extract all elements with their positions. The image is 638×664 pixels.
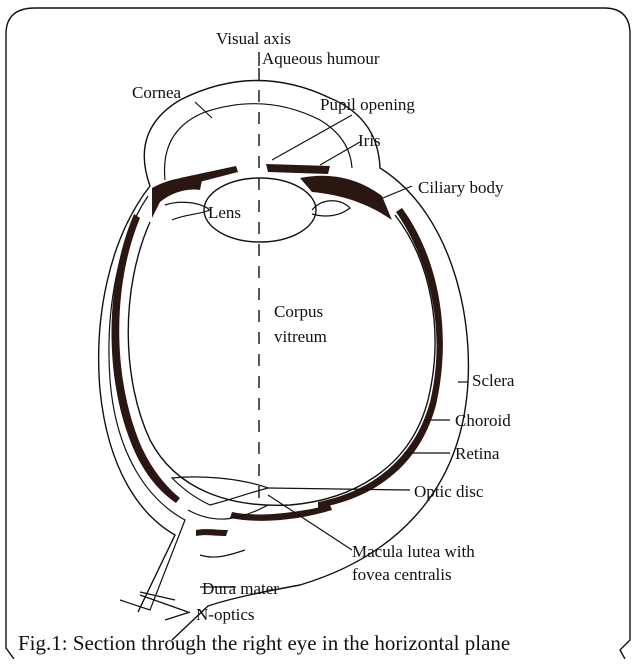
choroid-band-bottom [230,505,332,521]
figure-caption: Fig.1: Section through the right eye in … [18,631,510,655]
label-aqueous-humour: Aqueous humour [262,49,380,68]
label-lens: Lens [208,203,241,222]
ciliary-body-right [300,176,392,220]
label-macula-line2: fovea centralis [352,565,452,584]
retina-outline [128,215,435,505]
label-optic-disc: Optic disc [414,482,484,501]
ciliary-body-left [152,178,202,218]
leader-iris [320,142,360,165]
label-vitreum: vitreum [274,327,327,346]
label-corpus: Corpus [274,302,323,321]
label-n-optics: N-optics [196,605,255,624]
ciliary-process-right [312,201,350,216]
choroid-band-left [112,214,181,503]
label-dura-mater: Dura mater [202,579,279,598]
label-ciliary-body: Ciliary body [418,178,504,197]
leader-macula [268,495,352,550]
label-macula-line1: Macula lutea with [352,542,475,561]
ciliary-process-left [165,202,210,220]
iris-right [266,164,330,174]
label-cornea: Cornea [132,83,182,102]
label-iris: Iris [358,131,381,150]
label-sclera: Sclera [472,371,515,390]
label-visual-axis: Visual axis [216,29,291,48]
choroid-band-right [318,208,443,508]
dura-mater-band [196,529,228,536]
label-pupil-opening: Pupil opening [320,95,415,114]
sclera-left-outer [99,186,175,612]
label-choroid: Choroid [455,411,511,430]
leader-ciliary [378,186,412,200]
label-retina: Retina [455,444,500,463]
leader-optic-disc [268,488,410,490]
